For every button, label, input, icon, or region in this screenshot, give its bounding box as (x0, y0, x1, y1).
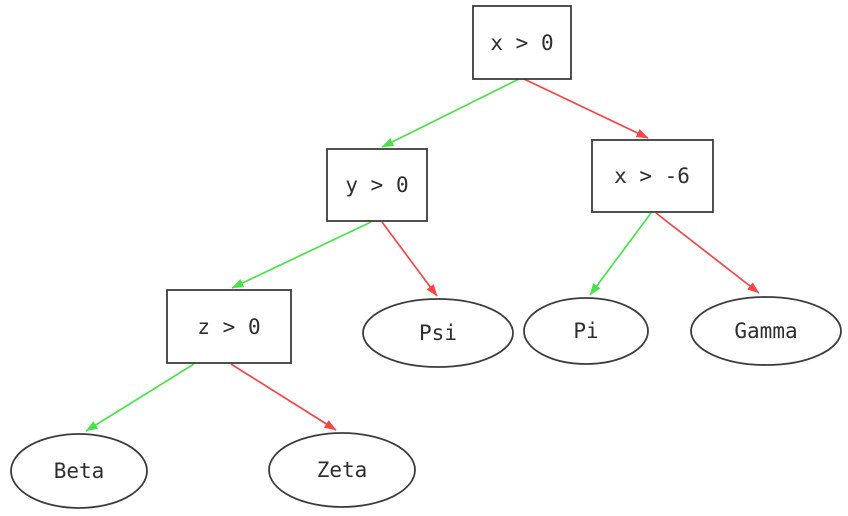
edge-y-to-psi-false (381, 221, 438, 297)
node-gamma-label: Gamma (734, 319, 797, 343)
node-y-gt-0-label: y > 0 (345, 173, 408, 197)
node-x-gt-neg6-label: x > -6 (614, 164, 690, 188)
node-x-gt-0: x > 0 (472, 5, 572, 80)
edge-y-to-z-true (231, 221, 372, 289)
edge-z-to-zeta-false (230, 363, 337, 431)
node-gamma-ellipse (690, 296, 842, 366)
edge-root-to-y-true (381, 78, 520, 148)
node-zeta-ellipse (268, 432, 416, 508)
edge-x6-to-pi-true (589, 212, 652, 296)
node-z-gt-0-label: z > 0 (197, 315, 260, 339)
node-gamma: Gamma (690, 296, 842, 366)
node-beta-label: Beta (54, 459, 105, 483)
node-x-gt-neg6-box (591, 139, 714, 213)
edge-z-to-beta-true (85, 363, 195, 432)
node-pi: Pi (523, 297, 649, 365)
edge-x6-to-gamma-false (655, 212, 760, 294)
node-z-gt-0: z > 0 (166, 289, 292, 364)
node-x-gt-0-box (472, 5, 572, 80)
node-y-gt-0: y > 0 (326, 148, 428, 222)
node-x-gt-0-label: x > 0 (490, 31, 553, 55)
node-beta: Beta (10, 433, 148, 509)
node-zeta: Zeta (268, 432, 416, 508)
node-psi-label: Psi (419, 321, 457, 345)
node-z-gt-0-box (166, 289, 292, 364)
node-psi-ellipse (362, 298, 514, 368)
node-zeta-label: Zeta (317, 458, 368, 482)
node-x-gt-neg6: x > -6 (591, 139, 714, 213)
node-pi-ellipse (523, 297, 649, 365)
node-y-gt-0-box (326, 148, 428, 222)
node-psi: Psi (362, 298, 514, 368)
node-pi-label: Pi (573, 319, 598, 343)
edge-root-to-x6-false (523, 78, 649, 139)
node-beta-ellipse (10, 433, 148, 509)
